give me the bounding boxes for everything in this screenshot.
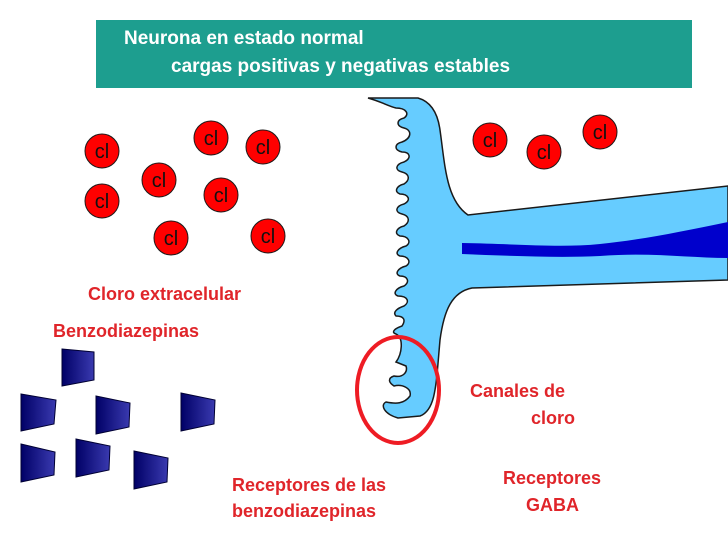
svg-text:cl: cl — [537, 142, 551, 164]
chloride-ion: cl — [153, 220, 189, 256]
benzodiazepine-molecule — [95, 395, 131, 435]
chloride-ion: cl — [84, 133, 120, 169]
svg-text:cl: cl — [152, 170, 166, 192]
svg-text:cl: cl — [593, 122, 607, 144]
benzodiazepine-molecule — [133, 450, 169, 490]
title-line-2: cargas positivas y negativas estables — [171, 56, 511, 77]
svg-text:cl: cl — [261, 226, 275, 248]
chloride-ion: cl — [582, 114, 618, 150]
svg-text:cl: cl — [483, 130, 497, 152]
label-gaba-receptors-line2: GABA — [526, 495, 579, 515]
title-line-1: Neurona en estado normal — [124, 28, 364, 49]
title-banner: Neurona en estado normal cargas positiva… — [96, 20, 692, 88]
label-chloride-channels-line2: cloro — [531, 408, 576, 428]
chloride-ion: cl — [141, 162, 177, 198]
chloride-ion: cl — [526, 134, 562, 170]
chloride-ion: cl — [250, 218, 286, 254]
label-extracellular-chloride: Cloro extracelular — [88, 284, 242, 304]
svg-text:cl: cl — [214, 185, 228, 207]
chloride-ion: cl — [84, 183, 120, 219]
svg-text:cl: cl — [95, 141, 109, 163]
label-bzd-receptors-line1: Receptores de las — [232, 475, 387, 495]
benzodiazepine-molecule — [20, 443, 56, 483]
chloride-ion: cl — [193, 120, 229, 156]
benzodiazepine-molecule — [180, 392, 216, 432]
chloride-ion: cl — [203, 177, 239, 213]
label-benzodiazepines: Benzodiazepinas — [53, 321, 200, 341]
benzodiazepine-molecule — [20, 393, 57, 432]
label-chloride-channels-line1: Canales de — [470, 381, 566, 401]
receptor-highlight-circle — [355, 335, 441, 445]
svg-text:cl: cl — [204, 128, 218, 150]
neuron-body — [367, 97, 728, 419]
benzodiazepine-molecule — [75, 438, 111, 478]
benzodiazepine-molecule — [61, 348, 95, 387]
chloride-ion: cl — [245, 129, 281, 165]
label-bzd-receptors-line2: benzodiazepinas — [232, 501, 377, 521]
svg-text:cl: cl — [95, 191, 109, 213]
axon-core — [462, 222, 728, 258]
svg-text:cl: cl — [256, 137, 270, 159]
chloride-ion: cl — [472, 122, 508, 158]
label-gaba-receptors-line1: Receptores — [503, 468, 602, 488]
svg-text:cl: cl — [164, 228, 178, 250]
